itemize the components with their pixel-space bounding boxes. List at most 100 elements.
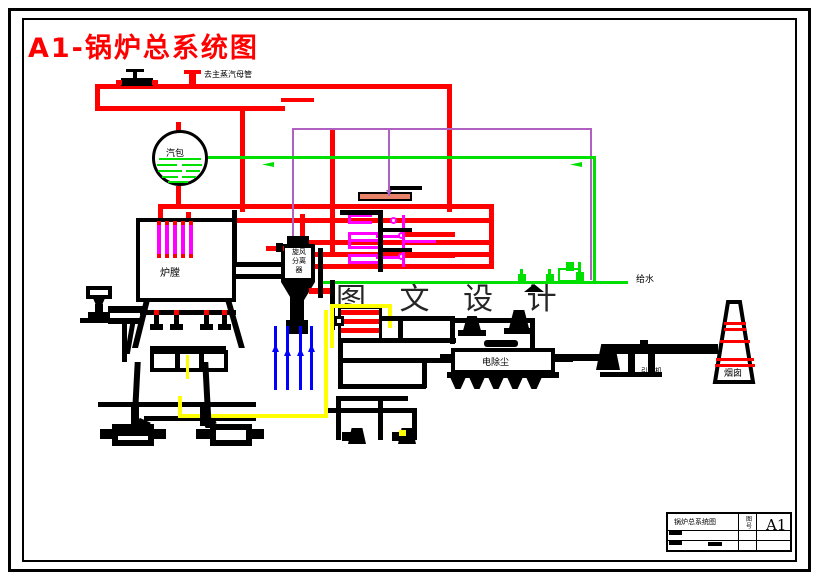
sh-black-top-rail: [340, 210, 382, 215]
flue-damper: [640, 340, 648, 348]
duct-main-horizontal: [340, 338, 456, 343]
drum-water-line-6: [162, 176, 178, 178]
fd-ash-line: [178, 396, 182, 418]
boiler-furnace-label: 炉膛: [160, 268, 180, 279]
title-block-fill: [708, 542, 722, 546]
spray-right-riser: [590, 128, 592, 280]
esp-inlet-nozzle: [440, 354, 453, 362]
sh-coil-b-bend: [348, 254, 351, 264]
sh-coil-a2: [350, 239, 378, 242]
cyclone-top-cap: [287, 236, 309, 244]
air-nozzle-3-tip: [204, 310, 209, 315]
sh-coil-c2: [350, 221, 372, 224]
furnace-right-wall-ext: [232, 210, 237, 264]
air-nozzle-4-base: [218, 324, 231, 330]
spray-header-top: [292, 128, 592, 130]
fan-unit-1-base: [458, 330, 486, 336]
sh-coil-a-bend: [348, 232, 351, 249]
title-block-number-key: 图号: [745, 516, 752, 530]
chimney-band-4: [716, 358, 754, 361]
economizer-coil-3: [341, 328, 379, 333]
duct-left-riser: [338, 338, 343, 388]
feedwater-main-line: [318, 281, 628, 284]
air-nozzle-2: [174, 314, 179, 326]
return-leg-arrow-2: [284, 348, 291, 356]
feedwater-arrow: [262, 162, 274, 167]
spray-left-riser: [292, 128, 294, 246]
fd-fan-2-left-nozzle: [196, 429, 212, 439]
air-nozzle-2-tip: [174, 310, 179, 315]
furnace-outlet-duct-bot: [232, 274, 286, 279]
chimney-band-2: [724, 328, 746, 331]
fd-fan-2-right-nozzle: [250, 429, 264, 439]
sh-black-riser: [378, 210, 383, 272]
cyclone-loopseal: [286, 320, 308, 334]
air-nozzle-2-base: [170, 324, 183, 330]
drawing-border-inner: [22, 18, 797, 562]
drum-downleg: [176, 186, 181, 204]
feedwater-branch-riser: [578, 262, 581, 280]
sh-coil-a1: [350, 232, 378, 235]
sh-riser-bank: [402, 215, 405, 267]
title-block-col-2: [756, 514, 757, 550]
steam-riser-left: [95, 84, 100, 110]
feedwater-to-drum: [208, 156, 596, 159]
furnace-left-extension: [80, 318, 142, 323]
drum-water-line-4: [158, 170, 182, 172]
pump-2-marker: [399, 430, 406, 436]
fd-duct-rail-top: [98, 402, 256, 407]
steam-main-header-top: [95, 84, 360, 89]
flue-duct-support-1: [628, 352, 635, 376]
platen-foot-5: [189, 254, 193, 258]
steam-cross-left: [95, 106, 285, 111]
steam-header-band-2: [186, 218, 494, 223]
steam-valve-flange-left: [116, 80, 122, 85]
ash-drop-line: [186, 355, 189, 379]
platen-tube-2: [165, 224, 169, 256]
return-leg-arrow-1: [272, 344, 279, 352]
sh-lead-a: [376, 235, 402, 238]
steam-riser-d: [447, 84, 452, 212]
return-leg-arrow-3: [297, 348, 304, 356]
platen-tube-5: [189, 224, 193, 256]
platen-tube-3: [173, 224, 177, 256]
steam-riser-e: [330, 128, 335, 212]
platen-tube-4: [181, 224, 185, 256]
duct-bottom-riser: [422, 362, 427, 388]
sh-red-stub-2: [405, 253, 455, 258]
page-title: A1-锅炉总系统图: [28, 33, 259, 64]
sh-red-stub-1: [405, 232, 455, 237]
chimney-band-3: [720, 340, 750, 343]
air-nozzle-1: [154, 314, 159, 326]
steam-riser-drum: [176, 122, 181, 134]
return-leg-1: [274, 326, 277, 390]
platen-cap-1: [157, 221, 161, 225]
fan-unit-2-base: [504, 328, 534, 334]
air-nozzle-4: [222, 314, 227, 326]
feedwater-valve-1-stem: [520, 269, 523, 275]
feedwater-valve-1: [518, 274, 526, 283]
steam-valve-body-top: [121, 78, 153, 86]
economizer-coil-1: [341, 310, 379, 315]
coal-feed-duct: [108, 306, 144, 313]
esp-label: 电除尘: [482, 358, 510, 368]
furnace-grate-box: [150, 350, 228, 372]
platen-cap-4: [181, 221, 185, 225]
pump-riser-left: [336, 396, 341, 440]
duct-econ-to-esp-top: [382, 316, 454, 321]
pump-1-body: [348, 428, 366, 444]
duct-connector: [398, 316, 403, 340]
platen-foot-2: [165, 254, 169, 258]
title-block-row-1: [668, 530, 790, 531]
title-block-number-value: A1: [766, 516, 787, 534]
drawing-border-outer: [8, 8, 811, 572]
sh-coil-c-bend: [348, 214, 351, 224]
duct-fan-rail: [455, 318, 535, 323]
platen-cap-3: [173, 221, 177, 225]
boiler-furnace: [136, 218, 236, 302]
main-steam-safety-valve: [189, 73, 196, 87]
steam-valve-handle-top: [126, 69, 144, 72]
feedwater-valve-2-stem: [548, 269, 551, 275]
sh-coil-c1: [350, 214, 372, 217]
